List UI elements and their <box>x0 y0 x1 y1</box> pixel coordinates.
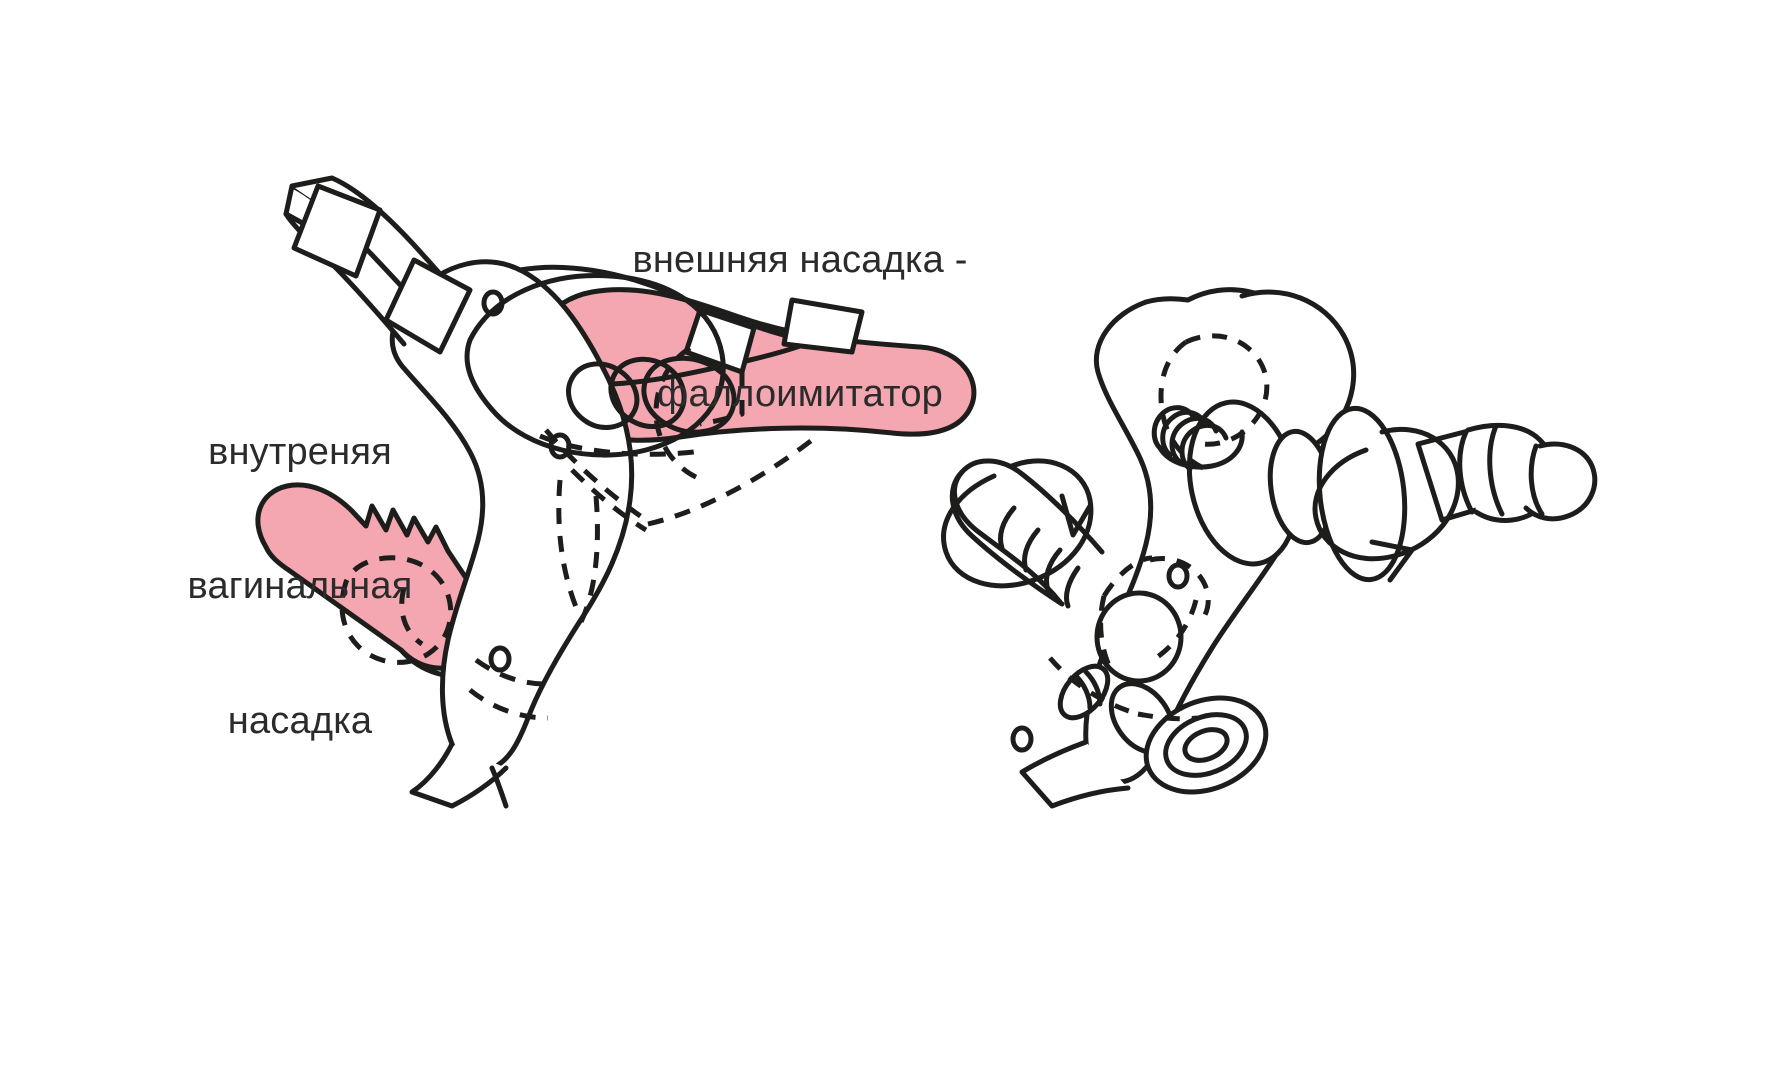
strap-buckle-lower <box>383 257 473 355</box>
dildo-rib-1 <box>566 361 640 430</box>
label-internal-line-1: внутреняя <box>208 430 392 473</box>
detached-internal-plug-outline <box>949 469 1065 607</box>
flange-disc-large <box>1316 405 1408 583</box>
target-ring-inner <box>1182 727 1230 763</box>
detached-dildo-tip <box>1523 441 1598 522</box>
detached-internal-plug-ring-4 <box>1063 565 1081 609</box>
hidden-outline-dashed-right <box>1048 333 1270 722</box>
external-attachment-label: внешняя насадка - фаллоимитатор <box>520 148 1080 507</box>
label-internal-line-2: вагинальная <box>187 565 413 608</box>
label-external-line-2: фаллоимитатор <box>656 373 943 416</box>
harness-bottom-tail-edge <box>489 765 509 809</box>
rotation-arrow-left <box>941 458 1094 589</box>
internal-attachment-label: внутреняя вагинальная насадка <box>120 340 480 833</box>
detached-dildo-ring-3 <box>1528 443 1545 517</box>
strap-buckle-upper <box>291 183 383 279</box>
threaded-connector <box>1151 405 1245 472</box>
harness-bottom-tail <box>409 741 509 809</box>
dildo-rib-2 <box>608 356 687 429</box>
harness-small-flange-coil <box>1073 673 1093 711</box>
label-internal-line-3: насадка <box>227 699 373 742</box>
detached-internal-plug-ring-1 <box>998 505 1017 551</box>
dildo-base-collar <box>464 273 726 458</box>
detached-internal-plug-ring-2 <box>1022 527 1041 573</box>
harness-knob-ball <box>1094 590 1184 684</box>
hidden-outline-dashed <box>339 345 814 721</box>
grommet-right-upper <box>1166 562 1190 590</box>
harness-exploded-view <box>941 287 1598 809</box>
label-external-line-1: внешняя насадка - <box>632 238 968 281</box>
harness-small-flange-coil-2 <box>1083 669 1103 707</box>
strap-buckle-right-outer <box>781 297 865 355</box>
dildo-rib-3 <box>641 355 737 435</box>
rotation-arrow-right <box>1312 426 1461 583</box>
detached-dildo-ring-2 <box>1487 423 1505 517</box>
detached-dildo-ring-1 <box>1457 429 1475 515</box>
harness-bottom-tail-right <box>1019 739 1131 809</box>
harness-assembled-view <box>255 175 977 809</box>
grommet-right <box>1010 725 1034 753</box>
harness-body-panel <box>389 259 635 773</box>
detached-internal-plug-ring-3 <box>1044 547 1063 593</box>
grommet-lower <box>488 645 512 673</box>
